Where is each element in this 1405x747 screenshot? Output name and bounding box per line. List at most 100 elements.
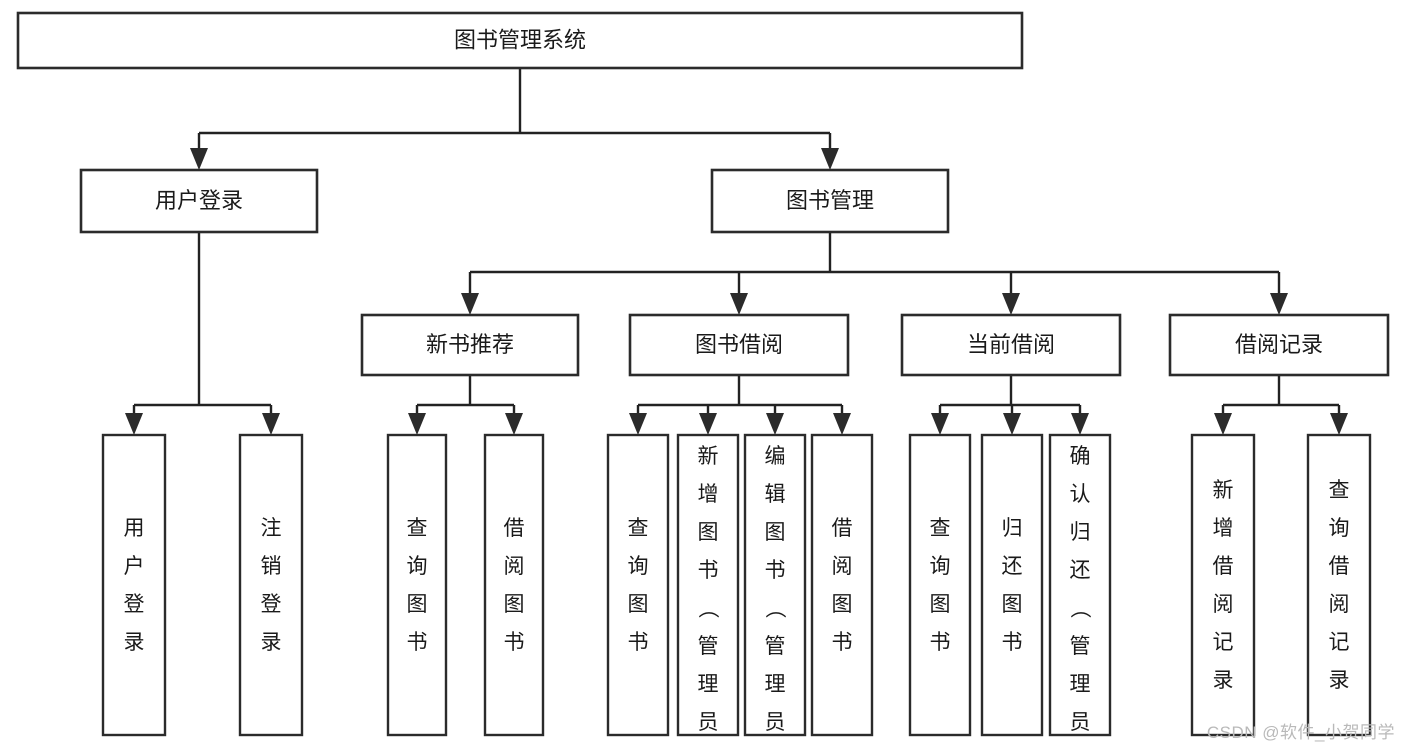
arrow-head <box>766 413 784 435</box>
node-rect <box>101 433 167 737</box>
node-label-char: 确 <box>1070 445 1091 468</box>
node-label-char: 管 <box>765 635 786 658</box>
node-label-char: 户 <box>124 555 145 578</box>
node-label-char: 新 <box>1213 479 1234 502</box>
node-label-char: （ <box>763 598 786 619</box>
node-label-char: 记 <box>1213 631 1234 654</box>
node-label-char: 理 <box>698 673 719 696</box>
node-label-char: 询 <box>930 555 951 578</box>
node-label-char: 询 <box>407 555 428 578</box>
node-label-char: 录 <box>1329 669 1350 692</box>
node-label-char: 借 <box>1213 555 1234 578</box>
node-label-char: 图 <box>407 593 428 616</box>
node-rect <box>606 433 670 737</box>
node-level2-图书管理[interactable]: 图书管理 <box>710 168 950 234</box>
node-label-char: 书 <box>765 559 786 582</box>
node-rect <box>900 313 1122 377</box>
node-label-char: （ <box>1068 598 1091 619</box>
node-label-char: 书 <box>698 559 719 582</box>
node-label-char: 阅 <box>504 555 525 578</box>
node-label-char: 新 <box>698 445 719 468</box>
node-rect <box>79 168 319 234</box>
arrow-head <box>1270 293 1288 315</box>
node-label-char: 书 <box>832 631 853 654</box>
watermark-text: CSDN @软件_小贺同学 <box>1206 723 1395 742</box>
node-rect <box>1306 433 1372 737</box>
arrow-head <box>1002 293 1020 315</box>
node-label-char: 查 <box>1329 479 1350 502</box>
node-label-char: 登 <box>124 593 145 616</box>
node-label-char: 借 <box>832 517 853 540</box>
node-label: 图书管理 <box>786 188 874 213</box>
node-label: 图书管理系统 <box>454 27 586 52</box>
node-label-char: 图 <box>765 521 786 544</box>
node-level2-用户登录[interactable]: 用户登录 <box>79 168 319 234</box>
arrow-head <box>190 148 208 170</box>
node-rect <box>980 433 1044 737</box>
node-label-vertical: 用户登录 <box>124 517 145 654</box>
node-label-char: 图 <box>698 521 719 544</box>
node-label-char: 借 <box>504 517 525 540</box>
node-label-char: 员 <box>765 711 786 734</box>
node-label-char: （ <box>696 598 719 619</box>
node-level3-借阅记录[interactable]: 借阅记录 <box>1168 313 1390 377</box>
arrow-head <box>1071 413 1089 435</box>
node-label-char: 理 <box>1070 673 1091 696</box>
node-rect <box>16 11 1024 70</box>
node-level3-当前借阅[interactable]: 当前借阅 <box>900 313 1122 377</box>
node-rect <box>810 433 874 737</box>
connector-layer <box>125 68 1348 435</box>
node-leaf-0-用户登录[interactable]: 用户登录 <box>101 433 167 737</box>
node-label-char: 还 <box>1002 555 1023 578</box>
node-label-char: 阅 <box>1329 593 1350 616</box>
node-root-图书管理系统[interactable]: 图书管理系统 <box>16 11 1024 70</box>
node-rect <box>360 313 580 377</box>
node-label-char: 理 <box>765 673 786 696</box>
node-rect <box>676 433 740 737</box>
node-level3-图书借阅[interactable]: 图书借阅 <box>628 313 850 377</box>
node-layer: 图书管理系统用户登录图书管理新书推荐图书借阅当前借阅借阅记录用户登录注销登录查询… <box>16 11 1390 747</box>
node-label-char: 查 <box>628 517 649 540</box>
node-label-char: 查 <box>407 517 428 540</box>
arrow-head <box>408 413 426 435</box>
node-label-char: 还 <box>1070 559 1091 582</box>
node-label: 图书借阅 <box>695 332 783 357</box>
node-label-char: 注 <box>261 517 282 540</box>
node-rect <box>743 433 807 737</box>
node-label-char: 图 <box>628 593 649 616</box>
node-rect <box>710 168 950 234</box>
node-rect <box>386 433 448 737</box>
node-label: 新书推荐 <box>426 332 514 357</box>
node-label-char: 图 <box>930 593 951 616</box>
node-label-char: 书 <box>930 631 951 654</box>
node-label-char: 辑 <box>765 483 786 506</box>
node-label-char: 书 <box>628 631 649 654</box>
node-label-char: 图 <box>1002 593 1023 616</box>
arrow-head <box>125 413 143 435</box>
node-label-char: 书 <box>504 631 525 654</box>
node-label-char: 记 <box>1329 631 1350 654</box>
arrow-head <box>1003 413 1021 435</box>
arrow-head <box>833 413 851 435</box>
node-rect <box>1168 313 1390 377</box>
node-level3-新书推荐[interactable]: 新书推荐 <box>360 313 580 377</box>
node-label-char: 图 <box>832 593 853 616</box>
node-label-char: 编 <box>765 445 786 468</box>
